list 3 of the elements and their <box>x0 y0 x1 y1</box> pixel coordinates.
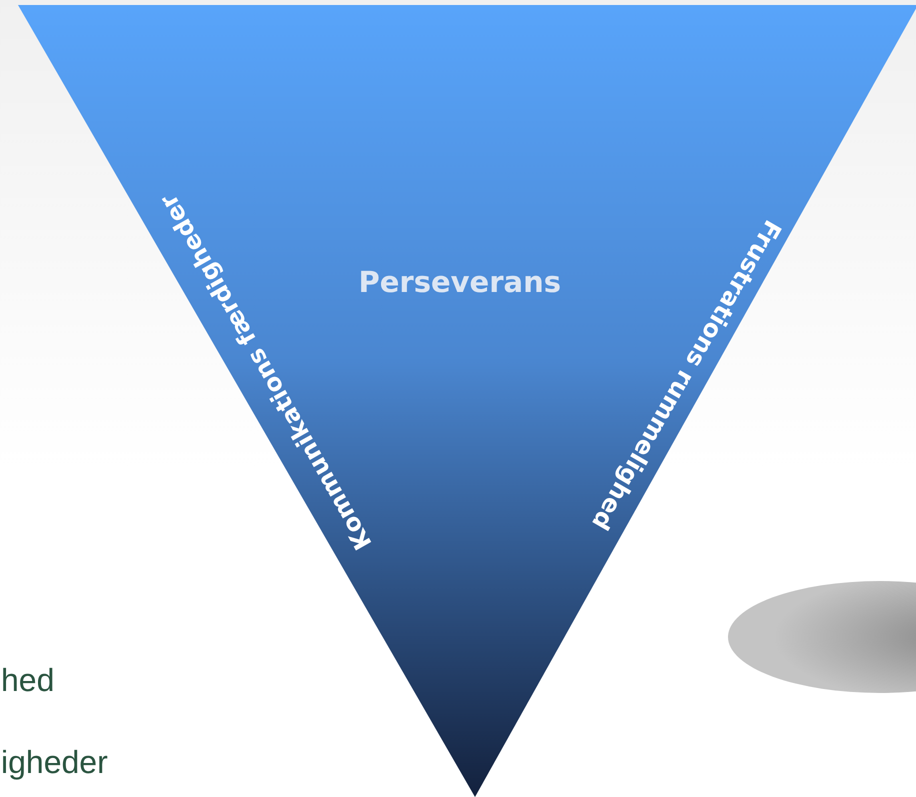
center-label: Perseverans <box>358 265 562 299</box>
cut-off-text: hed <box>1 662 54 699</box>
cut-off-text: igheder <box>1 744 108 781</box>
